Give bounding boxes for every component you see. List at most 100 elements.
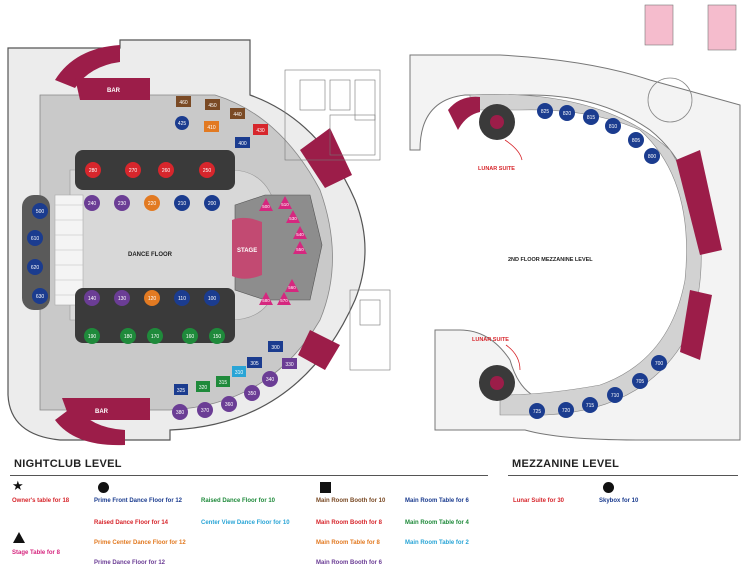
table-610[interactable] <box>27 230 43 246</box>
table-300[interactable] <box>268 341 283 352</box>
skybox-top-tables: 825 820 815 810 805 800 <box>537 103 660 164</box>
table-label: 180 <box>124 334 133 340</box>
table-430[interactable] <box>253 124 268 135</box>
table-400[interactable] <box>235 137 250 148</box>
mezz-stair-right-bottom <box>680 290 712 360</box>
table-340[interactable] <box>262 371 278 387</box>
table-label: 705 <box>636 379 645 385</box>
table-160[interactable] <box>182 328 198 344</box>
skybox-810[interactable] <box>605 118 621 134</box>
table-305[interactable] <box>247 357 262 368</box>
table-320[interactable] <box>196 381 210 392</box>
table-label: 340 <box>266 377 275 383</box>
skybox-725[interactable] <box>529 403 545 419</box>
table-240[interactable] <box>84 195 100 211</box>
table-170[interactable] <box>147 328 163 344</box>
table-270[interactable] <box>125 162 141 178</box>
skybox-825[interactable] <box>537 103 553 119</box>
table-380[interactable] <box>172 404 188 420</box>
top-staircase <box>55 45 120 88</box>
back-of-house-bottom <box>349 289 391 371</box>
table-label: 260 <box>162 168 171 174</box>
skybox-705[interactable] <box>632 373 648 389</box>
front-dance-floor-tables: 500 610 620 630 <box>27 203 48 304</box>
table-315[interactable] <box>216 376 230 387</box>
table-460[interactable] <box>176 96 191 107</box>
table-100[interactable] <box>204 290 220 306</box>
table-label: 425 <box>178 121 187 127</box>
stage-table-540[interactable] <box>293 226 307 239</box>
table-630[interactable] <box>32 288 48 304</box>
table-label: 100 <box>208 296 217 302</box>
table-110[interactable] <box>174 290 190 306</box>
table-220[interactable] <box>144 195 160 211</box>
stage-table-510[interactable] <box>278 196 292 209</box>
table-label: 510 <box>281 202 289 207</box>
mezz-rotunda <box>647 77 693 123</box>
table-425[interactable] <box>175 116 189 130</box>
legend-skybox: Skybox for 10 <box>599 498 639 504</box>
triangle-icon <box>13 532 25 543</box>
table-label: 580 <box>262 298 270 303</box>
table-280[interactable] <box>85 162 101 178</box>
table-325[interactable] <box>174 384 188 395</box>
table-620[interactable] <box>27 259 43 275</box>
skybox-800[interactable] <box>644 148 660 164</box>
table-label: 430 <box>256 128 265 134</box>
mezz-stair-right-top <box>676 150 722 255</box>
table-410[interactable] <box>204 121 219 132</box>
mezzanine-level-title: MEZZANINE LEVEL <box>512 458 620 470</box>
table-label: 725 <box>533 409 542 415</box>
table-140[interactable] <box>84 290 100 306</box>
legend-center-view: Center View Dance Floor for 10 <box>201 520 290 526</box>
table-200[interactable] <box>204 195 220 211</box>
skybox-820[interactable] <box>559 105 575 121</box>
table-190[interactable] <box>84 328 100 344</box>
table-360[interactable] <box>221 396 237 412</box>
table-label: 280 <box>89 168 98 174</box>
raised-dance-floor-tables: 280 270 260 250 <box>85 162 215 178</box>
stage-table-500[interactable] <box>259 198 273 211</box>
stage-table-560[interactable] <box>285 279 299 292</box>
table-500-front[interactable] <box>32 203 48 219</box>
stage-tables: 500 510 530 540 550 560 570 580 <box>259 196 307 305</box>
stage-table-580[interactable] <box>259 292 273 305</box>
stage-table-570[interactable] <box>277 292 291 305</box>
table-330[interactable] <box>282 358 297 369</box>
table-210[interactable] <box>174 195 190 211</box>
mezzanine-level-plan: LUNAR SUITE LUNAR SUITE 2ND FLOOR MEZZAN… <box>409 4 741 441</box>
mezzanine-walkway <box>469 94 702 416</box>
table-180[interactable] <box>120 328 136 344</box>
stage-table-550[interactable] <box>293 241 307 254</box>
skybox-700[interactable] <box>651 355 667 371</box>
legend-owners-table: Owner's table for 18 <box>12 498 70 504</box>
table-350[interactable] <box>244 385 260 401</box>
table-370[interactable] <box>197 402 213 418</box>
skybox-710[interactable] <box>607 387 623 403</box>
table-440[interactable] <box>230 108 245 119</box>
nightclub-divider <box>10 475 488 476</box>
table-250[interactable] <box>199 162 215 178</box>
table-230[interactable] <box>114 195 130 211</box>
table-label: 315 <box>219 380 228 386</box>
legend-prime-center: Prime Center Dance Floor for 12 <box>94 540 186 546</box>
table-260[interactable] <box>158 162 174 178</box>
stage-table-530[interactable] <box>286 210 300 223</box>
star-icon: ★ <box>12 478 24 493</box>
table-120[interactable] <box>144 290 160 306</box>
table-label: 380 <box>176 410 185 416</box>
skybox-805[interactable] <box>628 132 644 148</box>
table-150[interactable] <box>209 328 225 344</box>
table-450[interactable] <box>205 99 220 110</box>
table-label: 450 <box>208 103 217 109</box>
table-label: 300 <box>271 345 280 351</box>
skybox-815[interactable] <box>583 109 599 125</box>
main-room-top-tables: 460 450 440 425 410 430 400 <box>175 96 268 148</box>
skybox-715[interactable] <box>582 397 598 413</box>
front-booth-bar <box>22 195 50 310</box>
skybox-720[interactable] <box>558 402 574 418</box>
table-130[interactable] <box>114 290 130 306</box>
table-label: 540 <box>296 232 304 237</box>
table-310[interactable] <box>232 366 246 377</box>
